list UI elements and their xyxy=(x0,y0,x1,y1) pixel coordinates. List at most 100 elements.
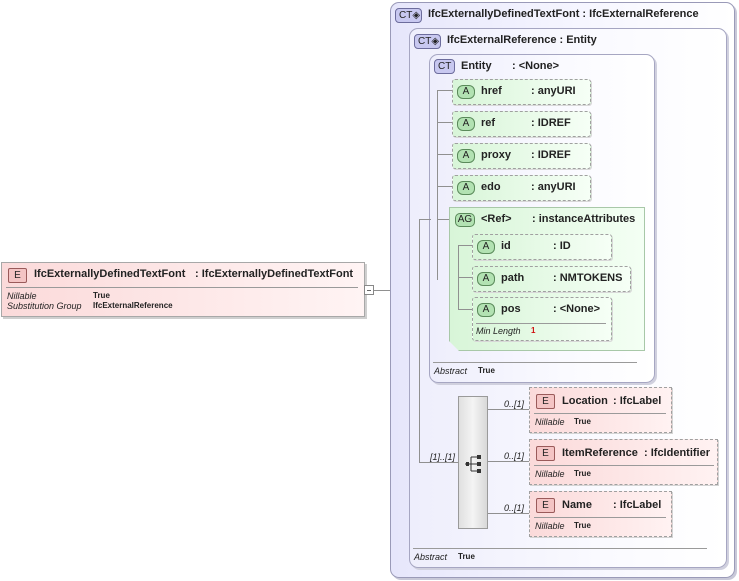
element-type: : IfcLabel xyxy=(613,395,662,407)
seq-connector-itemreference xyxy=(488,461,529,462)
expand-toggle-icon[interactable] xyxy=(364,285,374,295)
attribute-badge: A xyxy=(457,85,475,99)
element-prop-key: Nillable xyxy=(535,521,565,531)
entity-footer-separator xyxy=(433,362,637,363)
attribute-href[interactable]: A href : anyURI xyxy=(452,79,591,105)
root-element-box[interactable]: E IfcExternallyDefinedTextFont : IfcExte… xyxy=(1,262,365,317)
attribute-name: ref xyxy=(481,117,496,129)
root-prop-value-substitution: IfcExternalReference xyxy=(93,301,173,310)
attribute-proxy[interactable]: A proxy : IDREF xyxy=(452,143,591,169)
seq-connector-location xyxy=(488,409,529,410)
attribute-type: : anyURI xyxy=(531,85,576,97)
attribute-badge: A xyxy=(457,149,475,163)
attr-connector-proxy xyxy=(437,154,453,155)
element-prop-key: Nillable xyxy=(535,417,565,427)
element-type: : IfcLabel xyxy=(613,499,662,511)
attribute-name: id xyxy=(501,240,511,252)
attribute-badge: A xyxy=(477,303,495,317)
middle-type-title: IfcExternalReference : Entity xyxy=(447,34,597,46)
element-separator xyxy=(534,517,666,518)
root-element-separator xyxy=(6,287,358,288)
element-badge: E xyxy=(536,394,555,409)
element-name[interactable]: E Name : IfcLabel Nillable True xyxy=(529,491,672,537)
root-connector-line xyxy=(374,290,390,291)
root-prop-value-nillable: True xyxy=(93,291,110,300)
entity-abstract-key: Abstract xyxy=(434,366,468,376)
attribute-name: edo xyxy=(481,181,501,193)
element-badge: E xyxy=(8,268,27,283)
group-connector-pos xyxy=(458,309,472,310)
attribute-pos-prop-key: Min Length xyxy=(476,326,521,336)
element-name: Location xyxy=(562,395,608,407)
element-name-label: Name xyxy=(562,499,592,511)
attribute-id[interactable]: A id : ID xyxy=(472,234,612,260)
ct-badge-middle: CT◈ xyxy=(414,34,441,49)
attribute-name: href xyxy=(481,85,502,97)
element-badge: E xyxy=(536,446,555,461)
ct-badge-entity: CT xyxy=(434,59,455,74)
cardinality-name: 0..[1] xyxy=(504,503,525,513)
attribute-badge: A xyxy=(477,272,495,286)
root-prop-key-substitution: Substitution Group xyxy=(7,301,82,311)
sequence-cardinality: [1]..[1] xyxy=(430,452,456,462)
entity-type-type: : <None> xyxy=(512,60,560,72)
outer-abstract-value: True xyxy=(458,552,475,561)
attribute-badge: A xyxy=(477,240,495,254)
attribute-pos[interactable]: A pos : <None> Min Length 1 xyxy=(472,297,612,341)
attribute-badge: A xyxy=(457,117,475,131)
cardinality-location: 0..[1] xyxy=(504,399,525,409)
attribute-type: : ID xyxy=(553,240,571,252)
outer-footer-separator xyxy=(413,548,707,549)
cardinality-itemreference: 0..[1] xyxy=(504,451,525,461)
attribute-type: : IDREF xyxy=(531,117,571,129)
attribute-name: path xyxy=(501,272,525,284)
attribute-name: pos xyxy=(501,303,521,315)
element-prop-value: True xyxy=(574,521,591,530)
attribute-type: : anyURI xyxy=(531,181,576,193)
element-prop-value: True xyxy=(574,469,591,478)
element-separator xyxy=(534,465,714,466)
attribute-pos-prop-value: 1 xyxy=(531,326,536,335)
ct-badge-outer: CT◈ xyxy=(395,8,422,23)
sequence-icon xyxy=(465,455,481,473)
attribute-ref[interactable]: A ref : IDREF xyxy=(452,111,591,137)
entity-abstract-value: True xyxy=(478,366,495,375)
attr-connector-href xyxy=(437,90,453,91)
sequence-compositor[interactable] xyxy=(458,396,488,529)
element-location[interactable]: E Location : IfcLabel Nillable True xyxy=(529,387,672,433)
entity-type-name: Entity xyxy=(461,60,492,72)
element-name: ItemReference xyxy=(562,447,638,459)
attribute-type: : <None> xyxy=(553,303,601,315)
element-type: : IfcIdentifier xyxy=(644,447,711,459)
attribute-pos-separator xyxy=(476,323,606,324)
attribute-group-type: : instanceAttributes xyxy=(532,213,636,225)
outer-spine xyxy=(419,219,420,462)
element-prop-key: Nillable xyxy=(535,469,565,479)
attr-connector-group xyxy=(437,219,453,220)
spine-to-entity xyxy=(419,219,431,220)
element-separator xyxy=(534,413,666,414)
group-connector-id xyxy=(458,245,472,246)
attribute-edo[interactable]: A edo : anyURI xyxy=(452,175,591,201)
spine-to-sequence xyxy=(419,462,459,463)
attribute-type: : NMTOKENS xyxy=(553,272,623,284)
attribute-badge: A xyxy=(457,181,475,195)
attr-connector-edo xyxy=(437,186,453,187)
element-prop-value: True xyxy=(574,417,591,426)
root-element-type: : IfcExternallyDefinedTextFont xyxy=(195,268,354,280)
root-prop-key-nillable: Nillable xyxy=(7,291,37,301)
entity-attribute-spine xyxy=(437,90,438,280)
attribute-name: proxy xyxy=(481,149,511,161)
attribute-group-name: <Ref> xyxy=(481,213,512,225)
element-badge: E xyxy=(536,498,555,513)
seq-connector-name xyxy=(488,513,529,514)
ag-badge: AG xyxy=(455,213,475,227)
outer-abstract-key: Abstract xyxy=(414,552,448,562)
attribute-path[interactable]: A path : NMTOKENS xyxy=(472,266,631,292)
root-element-name: IfcExternallyDefinedTextFont xyxy=(34,268,186,280)
outer-type-title: IfcExternallyDefinedTextFont : IfcExtern… xyxy=(428,8,699,20)
attr-connector-ref xyxy=(437,122,453,123)
element-itemreference[interactable]: E ItemReference : IfcIdentifier Nillable… xyxy=(529,439,718,485)
group-connector-path xyxy=(458,277,472,278)
attribute-type: : IDREF xyxy=(531,149,571,161)
